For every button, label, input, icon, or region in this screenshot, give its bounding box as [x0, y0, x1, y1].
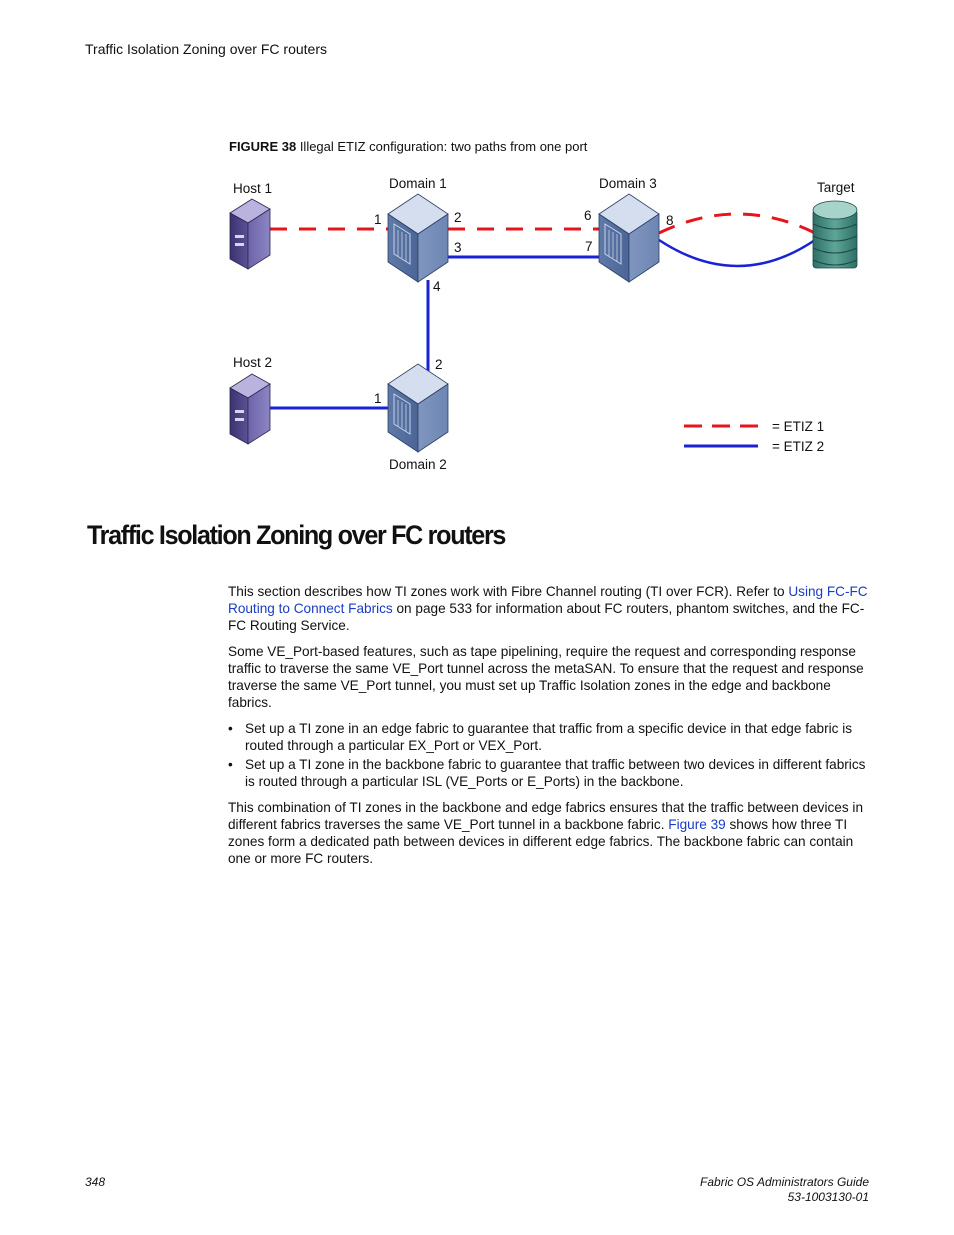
domain1-switch-icon: [387, 193, 449, 283]
port-label-d1-2: 2: [454, 210, 462, 225]
domain3-label: Domain 3: [599, 176, 657, 191]
legend-etiz1-label: = ETIZ 1: [772, 419, 824, 434]
legend-etiz2-label: = ETIZ 2: [772, 439, 824, 454]
section-body: This section describes how TI zones work…: [228, 583, 868, 876]
port-label-d2-1: 1: [374, 391, 382, 406]
paragraph-ve-port: Some VE_Port-based features, such as tap…: [228, 644, 864, 710]
domain1-label: Domain 1: [389, 176, 447, 191]
legend: = ETIZ 1 = ETIZ 2: [684, 419, 824, 454]
host1-label: Host 1: [233, 181, 272, 196]
footer-doc-number: 53-1003130-01: [787, 1190, 869, 1204]
etiz2-link-domain3-target: [658, 238, 816, 268]
port-label-d3-7: 7: [585, 239, 593, 254]
paragraph-intro: This section describes how TI zones work…: [228, 584, 868, 633]
bullet-list: •Set up a TI zone in an edge fabric to g…: [228, 720, 868, 790]
target-storage-icon: [812, 200, 858, 269]
domain2-switch-icon: [387, 363, 449, 453]
list-item: •Set up a TI zone in the backbone fabric…: [228, 757, 866, 789]
port-label-d3-6: 6: [584, 208, 592, 223]
list-item: •Set up a TI zone in an edge fabric to g…: [228, 721, 853, 753]
port-label-d2-2: 2: [435, 357, 443, 372]
footer-doc-title: Fabric OS Administrators Guide: [700, 1175, 869, 1189]
etiz1-links: [270, 212, 816, 235]
figure-caption: FIGURE 38 Illegal ETIZ configuration: tw…: [229, 139, 587, 154]
etiz1-link-domain3-target: [658, 212, 816, 235]
domain2-label: Domain 2: [389, 457, 447, 472]
etiz-diagram: Host 1 Host 2 Domain 1 Domain 3 Domain 2…: [229, 176, 858, 472]
figure-number: FIGURE 38: [229, 139, 297, 154]
host2-icon: [229, 373, 271, 445]
page-number: 348: [85, 1175, 106, 1189]
figure-caption-text: Illegal ETIZ configuration: two paths fr…: [299, 139, 588, 154]
port-label-d3-8: 8: [666, 213, 674, 228]
running-header: Traffic Isolation Zoning over FC routers: [85, 41, 327, 57]
host2-label: Host 2: [233, 355, 272, 370]
link-figure-39[interactable]: Figure 39: [668, 817, 726, 832]
paragraph-combination: This combination of TI zones in the back…: [228, 800, 864, 866]
section-title: Traffic Isolation Zoning over FC routers: [87, 520, 506, 550]
etiz2-links: [270, 238, 816, 410]
target-label: Target: [817, 180, 855, 195]
port-label-d1-1: 1: [374, 212, 382, 227]
host1-icon: [229, 198, 271, 270]
port-label-d1-4: 4: [433, 279, 441, 294]
domain3-switch-icon: [598, 193, 660, 283]
footer-doc-info: Fabric OS Administrators Guide 53-100313…: [700, 1175, 869, 1205]
port-label-d1-3: 3: [454, 240, 462, 255]
link-fc-fc-routing[interactable]: Using FC-FC Routing to Connect Fabrics: [228, 584, 868, 616]
